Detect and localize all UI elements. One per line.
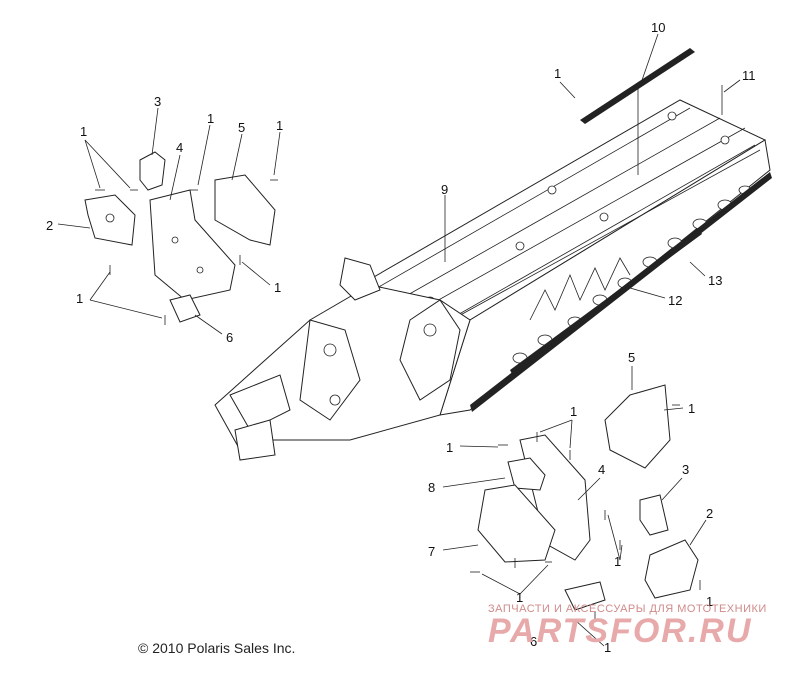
callout-2: 2 xyxy=(46,218,53,233)
part-8-block xyxy=(507,457,546,491)
callout-12: 12 xyxy=(668,293,682,308)
callout-1: 1 xyxy=(76,291,83,306)
chassis-tunnel xyxy=(358,99,772,416)
callout-1: 1 xyxy=(570,404,577,419)
callout-11: 11 xyxy=(742,68,756,83)
callout-1: 1 xyxy=(614,554,621,569)
callout-1: 1 xyxy=(446,440,453,455)
callout-9: 9 xyxy=(441,182,448,197)
callout-1: 1 xyxy=(688,401,695,416)
callout-10: 10 xyxy=(651,20,665,35)
callout-1: 1 xyxy=(274,280,281,295)
part-4-bracket-left xyxy=(149,189,236,301)
callout-1: 1 xyxy=(276,118,283,133)
left-fasteners xyxy=(95,179,278,325)
part-6-clip-left xyxy=(169,294,201,323)
callout-4: 4 xyxy=(176,140,183,155)
callout-8: 8 xyxy=(428,480,435,495)
part-5-shield-left xyxy=(214,174,276,246)
right-fasteners xyxy=(470,404,701,622)
callout-2: 2 xyxy=(706,506,713,521)
callout-6: 6 xyxy=(226,330,233,345)
callout-5: 5 xyxy=(238,120,245,135)
callout-1: 1 xyxy=(604,640,611,655)
part-2-plate-right xyxy=(644,539,699,599)
part-5-shield-right xyxy=(604,384,671,469)
callout-1: 1 xyxy=(80,124,87,139)
part-10-strap xyxy=(580,48,695,175)
callout-7: 7 xyxy=(428,544,435,559)
copyright-notice: © 2010 Polaris Sales Inc. xyxy=(138,640,296,656)
callout-1: 1 xyxy=(516,590,523,605)
callout-13: 13 xyxy=(708,273,722,288)
callout-1: 1 xyxy=(706,594,713,609)
callout-5: 5 xyxy=(628,350,635,365)
part-7-shield-right xyxy=(477,484,556,563)
part-2-plate-left xyxy=(84,194,136,246)
part-6-clip-right xyxy=(564,581,606,611)
watermark-brand: PARTSFOR.RU xyxy=(488,612,753,650)
leader-lines xyxy=(57,33,741,647)
callout-3: 3 xyxy=(682,462,689,477)
callout-6: 6 xyxy=(530,634,537,649)
callout-4: 4 xyxy=(598,462,605,477)
part-3-bracket-right xyxy=(639,494,669,536)
callout-3: 3 xyxy=(154,94,161,109)
part-3-bracket-left xyxy=(139,151,166,191)
watermark-tagline: ЗАПЧАСТИ И АКСЕССУАРЫ ДЛЯ МОТОТЕХНИКИ xyxy=(488,603,767,615)
callout-1: 1 xyxy=(207,111,214,126)
callout-1: 1 xyxy=(554,66,561,81)
front-bulkhead xyxy=(214,257,471,461)
callout-labels: 1 2 3 4 1 5 1 1 1 6 9 10 1 11 13 12 5 1 … xyxy=(46,20,756,655)
